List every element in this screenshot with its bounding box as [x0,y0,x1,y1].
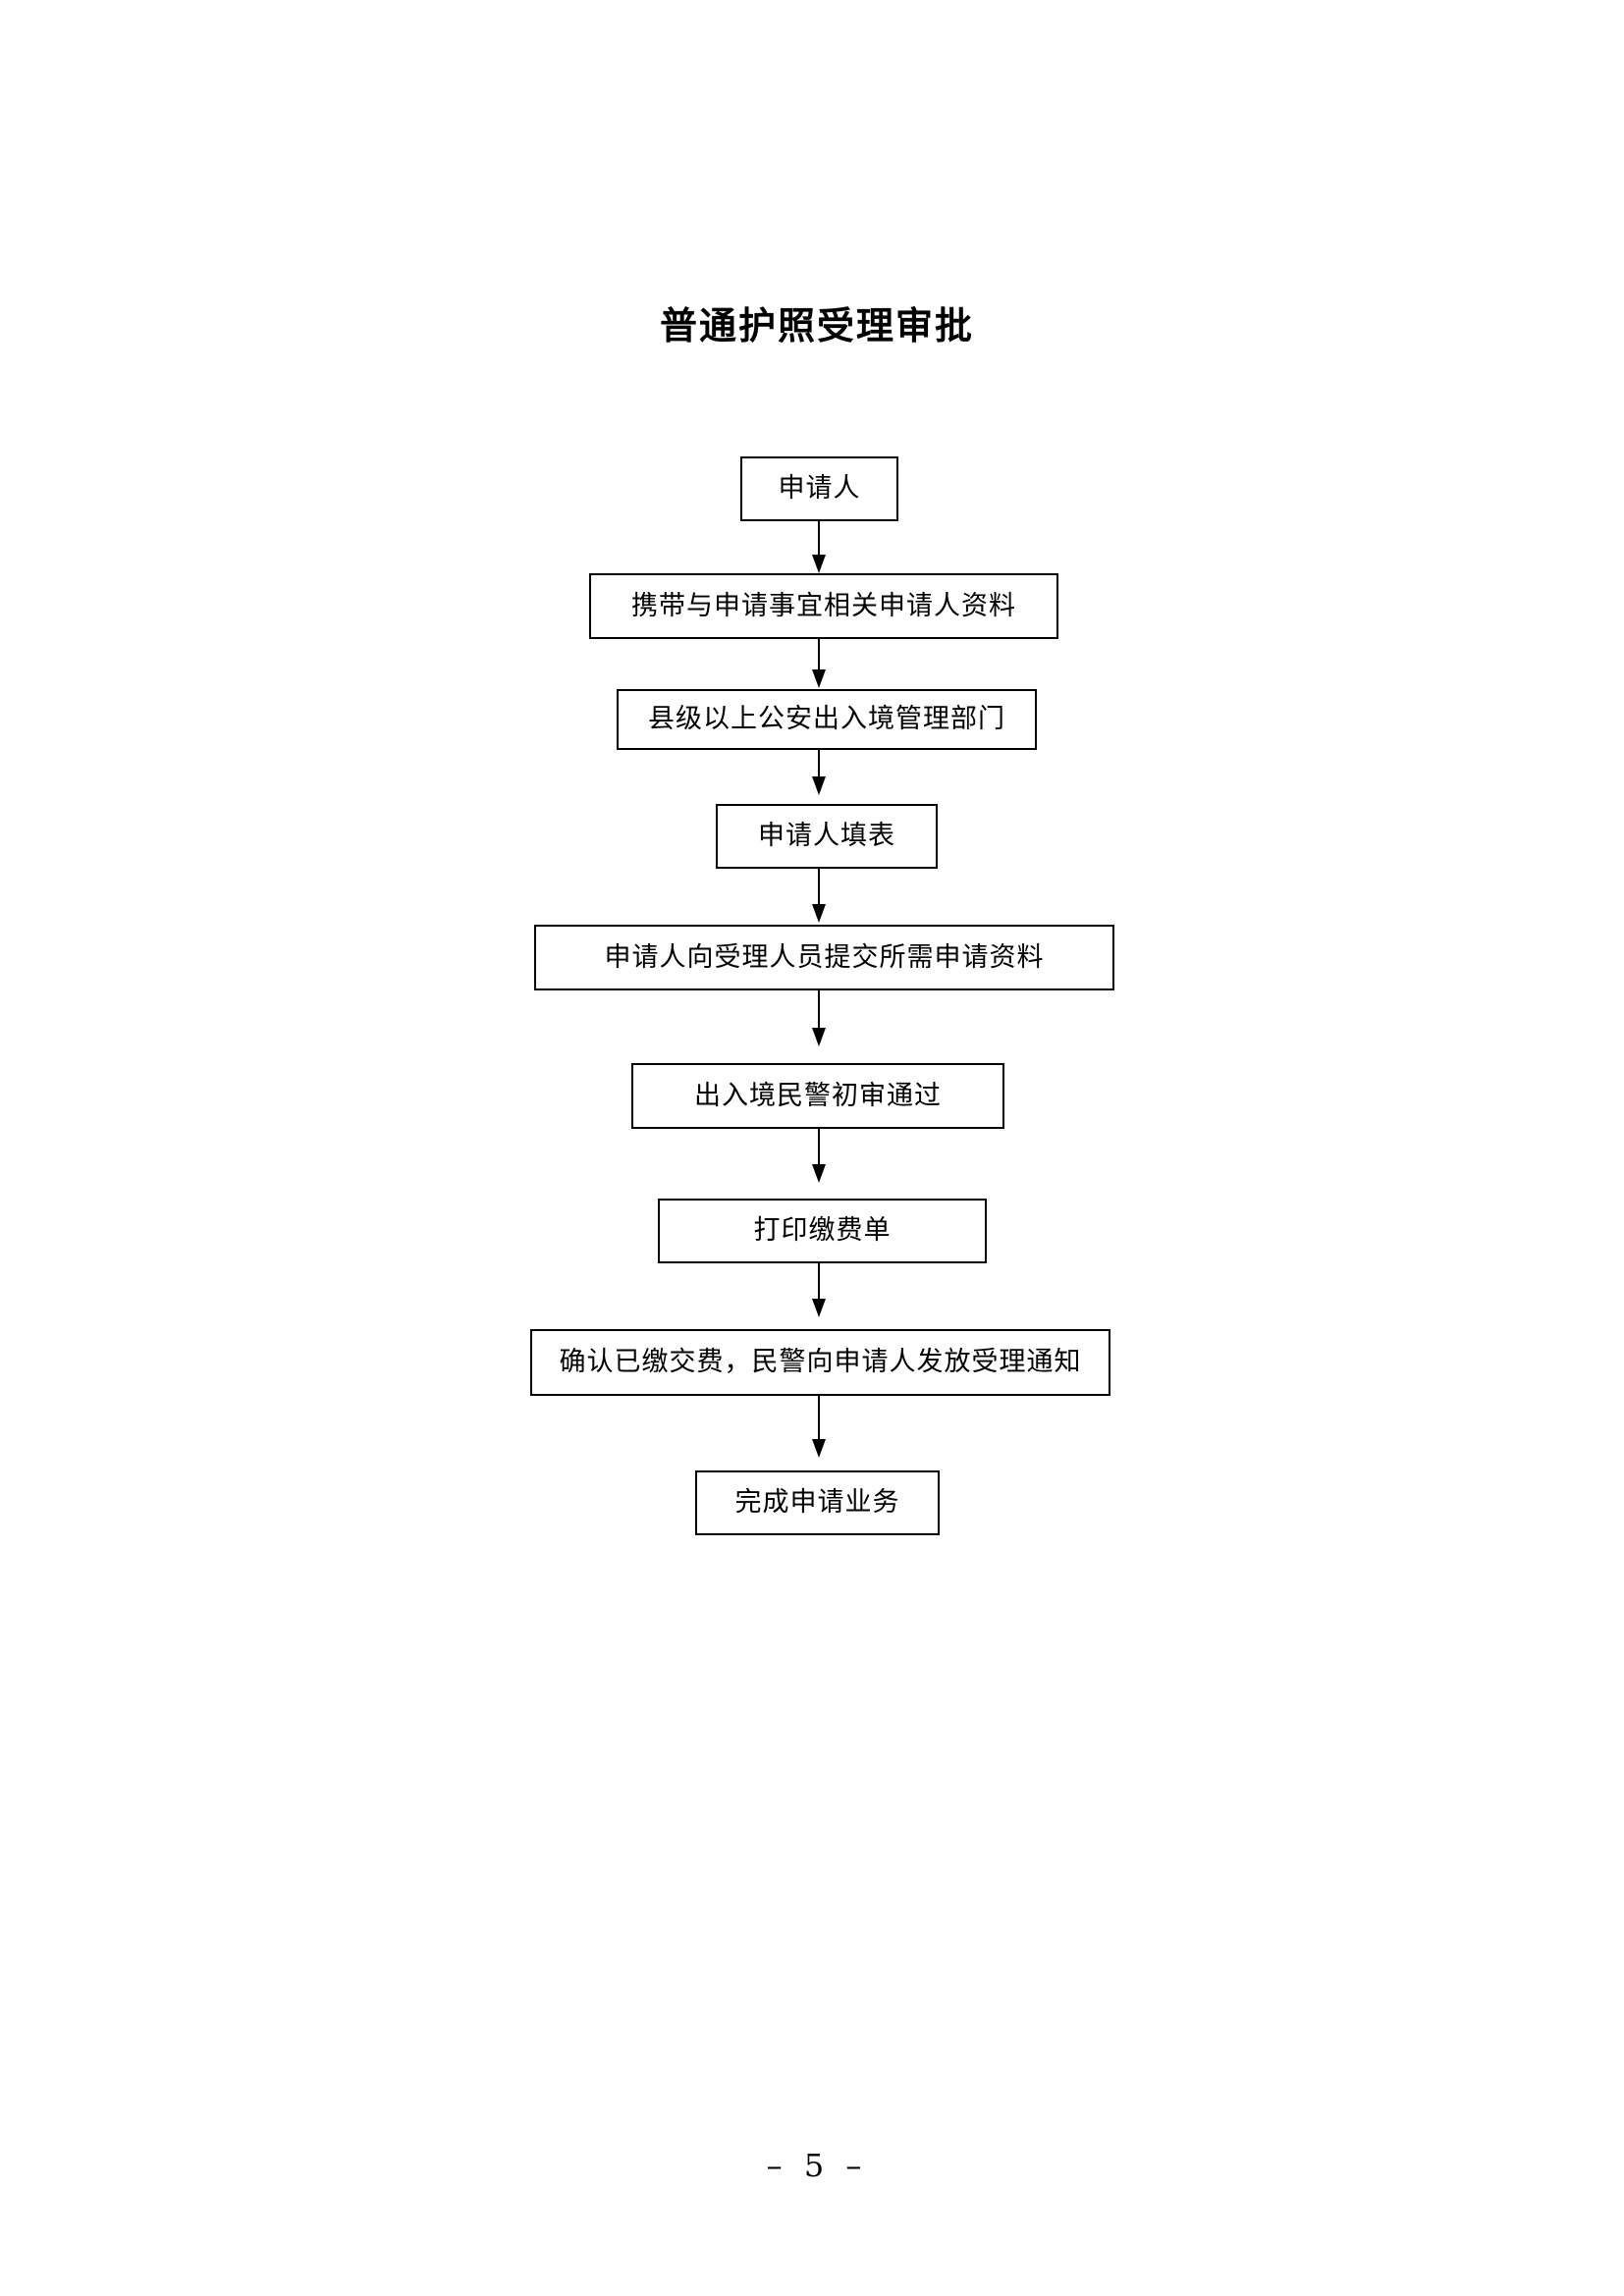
flow-step-label: 县级以上公安出入境管理部门 [648,704,1005,734]
flow-step-bring-materials: 携带与申请事宜相关申请人资料 [589,573,1058,639]
flow-step-initial-review: 出入境民警初审通过 [631,1063,1004,1129]
page-number: – 5 – [766,2147,868,2184]
flow-step-print-payment-slip: 打印缴费单 [658,1199,987,1263]
flow-step-label: 申请人 [778,473,861,504]
arrow-step-7-to-8 [812,1263,826,1317]
arrow-step-5-to-6 [812,990,826,1046]
flow-step-label: 出入境民警初审通过 [694,1080,942,1111]
flow-step-label: 申请人向受理人员提交所需申请资料 [604,941,1045,973]
flow-step-label: 携带与申请事宜相关申请人资料 [631,590,1016,621]
page-title: 普通护照受理审批 [659,303,974,347]
flow-step-label: 打印缴费单 [753,1215,892,1246]
flow-step-label: 确认已缴交费，民警向申请人发放受理通知 [559,1347,1082,1377]
flow-step-complete: 完成申请业务 [695,1470,940,1535]
arrow-step-3-to-4 [812,750,826,795]
flow-step-fill-form: 申请人填表 [716,804,938,869]
arrow-step-6-to-7 [812,1129,826,1183]
flow-step-label: 申请人填表 [758,821,895,851]
flow-step-applicant: 申请人 [740,456,898,521]
flow-step-confirm-payment-notice: 确认已缴交费，民警向申请人发放受理通知 [530,1329,1110,1396]
flow-step-label: 完成申请业务 [734,1487,900,1518]
flow-step-submit-materials: 申请人向受理人员提交所需申请资料 [534,925,1114,990]
arrow-step-4-to-5 [812,869,826,923]
arrow-step-1-to-2 [812,521,826,573]
arrow-step-8-to-9 [812,1396,826,1458]
flow-step-exit-entry-department: 县级以上公安出入境管理部门 [617,689,1037,750]
